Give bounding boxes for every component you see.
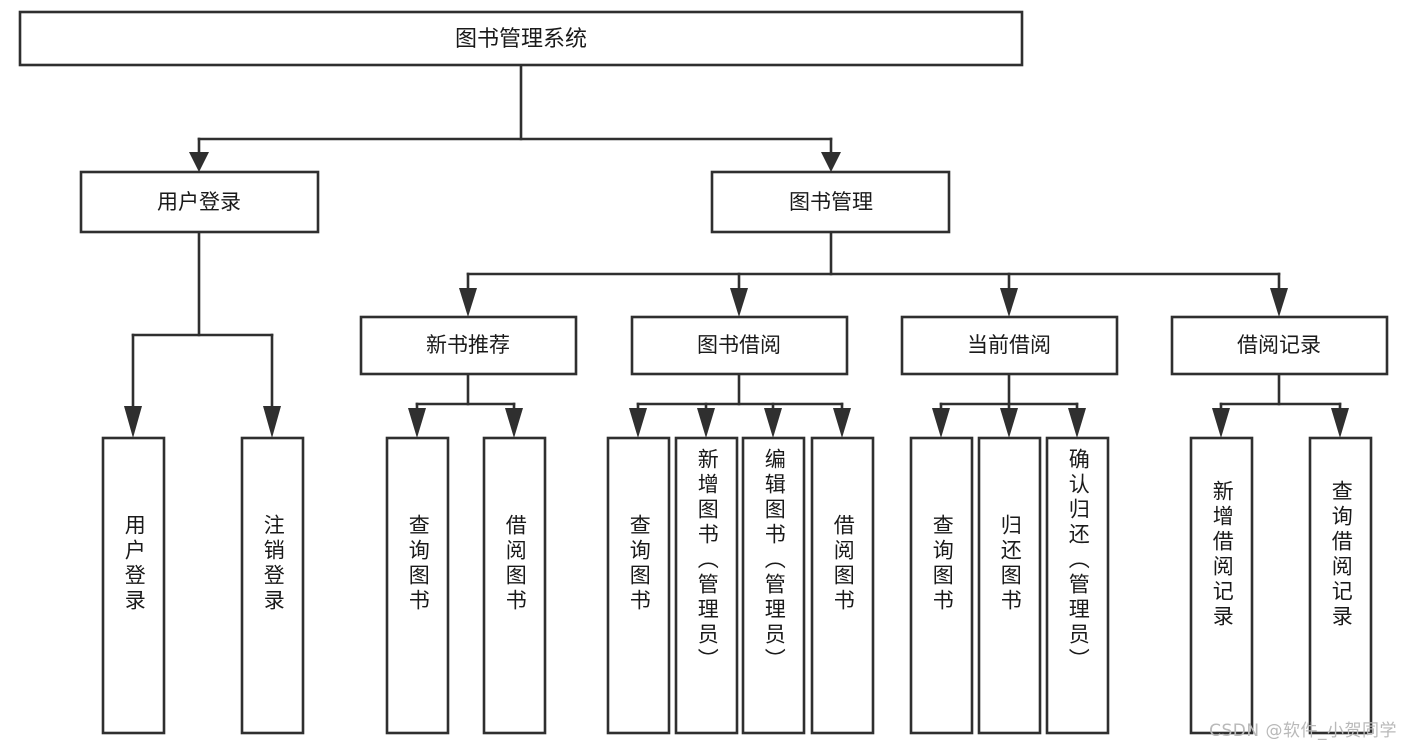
leaf-box-2[interactable] bbox=[240, 436, 305, 735]
arrow-head-current-borrow bbox=[1000, 288, 1018, 317]
leaf-box-4[interactable] bbox=[482, 436, 547, 735]
leaf-box-8[interactable] bbox=[810, 436, 875, 735]
leaf-node-layer bbox=[101, 436, 1373, 735]
node-borrow-record-label: 借阅记录 bbox=[1237, 333, 1321, 357]
node-book-manage-box[interactable] bbox=[710, 170, 951, 234]
leaf-box-9[interactable] bbox=[909, 436, 974, 735]
node-book-borrow-label: 图书借阅 bbox=[697, 333, 781, 357]
arrow-head-leaf-4 bbox=[505, 408, 523, 438]
leaf-box-7[interactable] bbox=[741, 436, 806, 735]
node-root-box[interactable] bbox=[18, 10, 1024, 67]
arrow-head-leaf-5 bbox=[629, 408, 647, 438]
node-current-borrow-box[interactable] bbox=[900, 315, 1119, 376]
node-user-login-label: 用户登录 bbox=[157, 190, 241, 214]
arrow-head-leaf-10 bbox=[1000, 408, 1018, 438]
node-user-login[interactable]: 用户登录 bbox=[79, 170, 320, 234]
connector-layer bbox=[124, 63, 1349, 438]
arrow-head-borrow-record bbox=[1270, 288, 1288, 317]
leaf-box-1[interactable] bbox=[101, 436, 166, 735]
node-current-borrow-label: 当前借阅 bbox=[967, 333, 1051, 357]
leaf-box-13[interactable] bbox=[1308, 436, 1373, 735]
arrow-head-leaf-1 bbox=[124, 406, 142, 438]
arrow-head-leaf-12 bbox=[1212, 408, 1230, 438]
node-new-book-rec-label: 新书推荐 bbox=[426, 333, 510, 357]
arrow-head-book-manage bbox=[821, 152, 841, 172]
node-root-label: 图书管理系统 bbox=[455, 27, 587, 52]
arrow-head-leaf-3 bbox=[408, 408, 426, 438]
node-book-borrow[interactable]: 图书借阅 bbox=[630, 315, 849, 376]
leaf-box-6[interactable] bbox=[674, 436, 739, 735]
node-new-book-rec-box[interactable] bbox=[359, 315, 578, 376]
arrow-head-leaf-7 bbox=[764, 408, 782, 438]
leaf-box-12[interactable] bbox=[1189, 436, 1254, 735]
node-current-borrow[interactable]: 当前借阅 bbox=[900, 315, 1119, 376]
arrow-head-book-borrow bbox=[730, 288, 748, 317]
leaf-box-5[interactable] bbox=[606, 436, 671, 735]
node-book-manage[interactable]: 图书管理 bbox=[710, 170, 951, 234]
leaf-box-11[interactable] bbox=[1045, 436, 1110, 735]
arrow-head-leaf-11 bbox=[1068, 408, 1086, 438]
arrow-head-leaf-6 bbox=[697, 408, 715, 438]
arrow-head-user-login bbox=[189, 152, 209, 172]
watermark-text: CSDN @软件_小贺同学 bbox=[1209, 721, 1397, 741]
arrow-head-leaf-8 bbox=[833, 408, 851, 438]
arrow-head-new-book-rec bbox=[459, 288, 477, 317]
leaf-box-10[interactable] bbox=[977, 436, 1042, 735]
node-root[interactable]: 图书管理系统 bbox=[18, 10, 1024, 67]
node-borrow-record-box[interactable] bbox=[1170, 315, 1389, 376]
arrow-head-leaf-9 bbox=[932, 408, 950, 438]
node-new-book-rec[interactable]: 新书推荐 bbox=[359, 315, 578, 376]
arrow-head-leaf-2 bbox=[263, 406, 281, 438]
node-borrow-record[interactable]: 借阅记录 bbox=[1170, 315, 1389, 376]
leaf-box-3[interactable] bbox=[385, 436, 450, 735]
arrow-head-leaf-13 bbox=[1331, 408, 1349, 438]
node-book-manage-label: 图书管理 bbox=[789, 190, 873, 214]
node-book-borrow-box[interactable] bbox=[630, 315, 849, 376]
node-user-login-box[interactable] bbox=[79, 170, 320, 234]
